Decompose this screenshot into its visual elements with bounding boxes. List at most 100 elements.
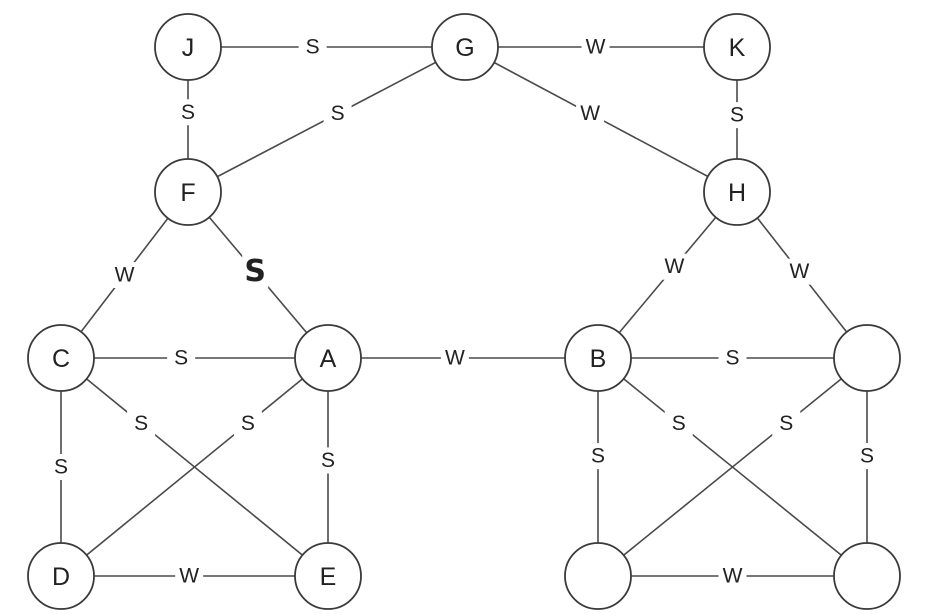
edge-b-r2: S [584,358,612,576]
edge-label-background [174,99,202,126]
node-k: K [703,13,771,81]
edge-label: W [179,565,199,588]
node-label: H [728,179,746,207]
edge-label-background [718,345,747,371]
edge-label-background [110,262,139,288]
edge-a-d: S [60,357,329,577]
edge-label-background [723,102,751,129]
node-label: C [52,345,70,373]
edge-label: S [134,412,148,435]
edge-label: W [665,255,685,278]
node-a: A [294,324,362,392]
edge-f-a: S [187,191,329,359]
edge-h-b: W [597,191,738,359]
edge-label-background [314,447,342,474]
node-unlabeled [564,542,632,610]
edge-label: W [586,36,606,59]
edge-label-background [584,443,612,470]
edge-label-background [47,454,75,480]
edge-a-e: S [314,358,342,576]
edge-g-h: W [464,46,738,193]
node-circle [564,542,632,610]
node-label: G [455,34,474,62]
node-b: B [564,324,632,392]
node-f: F [154,158,222,226]
node-g: G [431,13,499,81]
node-circle [703,158,771,226]
node-label: D [52,563,70,591]
edge-g-k: W [465,34,737,60]
edge-label-background [785,258,814,285]
edge-line [60,357,329,577]
edge-c-a: S [61,345,328,371]
edge-label-background [298,34,327,60]
edge-label: S [331,102,345,125]
node-e: E [294,542,362,610]
edge-label-background [718,563,747,589]
edge-label: S [591,445,605,468]
edge-j-g: S [188,34,465,60]
node-circle [27,542,95,610]
node-label: E [320,563,337,591]
edge-label-background [127,410,156,437]
edge-label-background [323,100,352,127]
edge-label-background [175,563,204,589]
edge-b-r1: S [598,345,867,371]
edge-label-background [660,253,689,280]
node-circle [431,13,499,81]
edge-label: S [860,445,874,468]
edge-c-d: S [47,358,75,576]
edge-label: S [672,412,686,435]
node-circle [833,324,901,392]
node-circle [27,324,95,392]
edge-label-background [664,410,693,437]
edge-f-c: W [60,191,189,359]
node-label: F [180,179,195,207]
node-label: J [182,34,195,62]
edge-r2-r3: W [598,563,867,589]
node-h: H [703,158,771,226]
edge-label-background [242,253,269,290]
node-label: A [320,345,337,373]
edge-label-background [233,410,262,437]
edge-label: S [306,36,320,59]
node-label: K [729,34,746,62]
nodes-layer: J G K F H C A B D E [27,13,901,610]
edge-label: W [723,565,743,588]
edge-label-background [581,34,610,60]
edge-h-r1: W [736,191,868,359]
node-circle [154,13,222,81]
node-label: B [590,345,607,373]
edge-label: S [241,412,255,435]
edge-label: W [580,102,600,125]
node-c: C [27,324,95,392]
edge-label: S [54,456,68,479]
edge-a-b: W [328,345,598,371]
node-circle [294,542,362,610]
edge-label: S [174,347,188,370]
edge-label-background [440,345,469,371]
edge-label: W [445,347,465,370]
edge-label: S [725,347,739,370]
edge-r1-r3: S [853,358,881,576]
edge-label-background [167,345,196,371]
edge-label: W [115,264,135,287]
edge-g-f: S [187,46,466,193]
node-circle [703,13,771,81]
node-circle [154,158,222,226]
node-j: J [154,13,222,81]
node-circle [833,542,901,610]
node-unlabeled [833,542,901,610]
edge-line [597,357,868,577]
node-circle [564,324,632,392]
edge-r1-r2: S [597,357,868,577]
edge-label: S [730,104,744,127]
node-d: D [27,542,95,610]
edge-label-background [772,410,801,437]
edge-label-background [576,100,605,127]
edge-label: S [779,412,793,435]
edge-label: S [181,101,195,124]
edge-label: W [789,260,809,283]
